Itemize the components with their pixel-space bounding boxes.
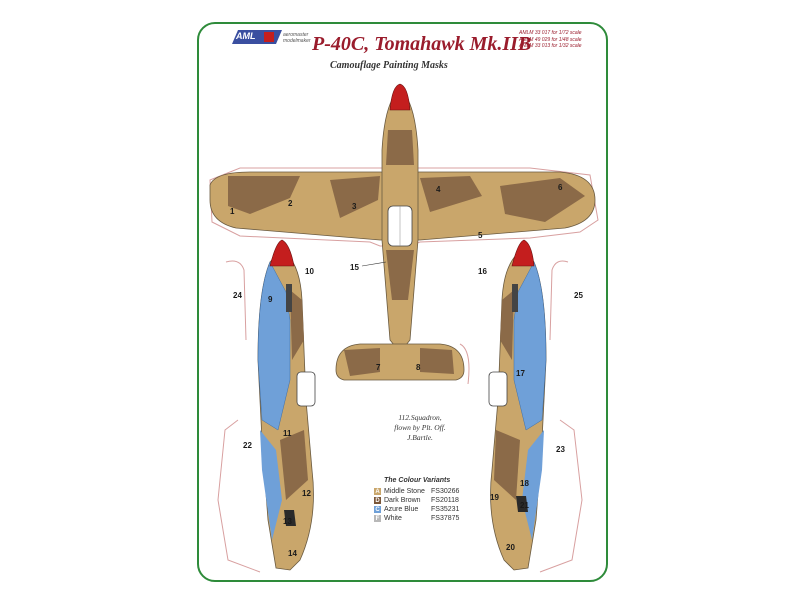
svg-text:14: 14 [288,549,297,558]
colour-row: A Middle Stone FS30266 [374,488,460,495]
spinner-right [511,239,535,267]
right-blue-underside [513,261,547,431]
colour-row: C Azure Blue FS35231 [374,506,460,513]
colour-variants-title: The Colour Variants [384,477,451,484]
exhaust-left [286,284,292,312]
squadron-caption: 112.Squadron, flown by Plt. Off. J.Bartl… [394,413,446,442]
spinner-left [269,239,295,267]
colour-row: F White FS37875 [374,515,460,522]
svg-text:13: 13 [283,517,292,526]
top-view: 1 2 3 4 5 6 7 8 15 [209,83,599,385]
svg-text:5: 5 [478,231,483,240]
colour-chip: A [374,488,381,495]
svg-text:17: 17 [516,369,525,378]
svg-text:23: 23 [556,445,565,454]
right-side-view: 16 17 18 19 20 21 23 25 [478,239,583,573]
svg-text:19: 19 [490,493,499,502]
svg-text:20: 20 [506,543,515,552]
catalog-numbers: AMLM 33 017 for 1/72 scale AMLM 49 029 f… [519,30,582,49]
svg-text:22: 22 [243,441,252,450]
svg-text:16: 16 [478,267,487,276]
colour-chip: F [374,515,381,522]
spinner-top [389,83,411,111]
svg-text:11: 11 [283,429,292,438]
svg-text:9: 9 [268,295,273,304]
aml-logo [232,30,282,44]
svg-text:12: 12 [302,489,311,498]
colour-variants: The Colour Variants A Middle Stone FS302… [374,477,471,523]
svg-text:6: 6 [558,183,563,192]
exhaust-right [512,284,518,312]
svg-text:8: 8 [416,363,421,372]
svg-text:10: 10 [305,267,314,276]
page-title: P-40C, Tomahawk Mk.IIB [312,33,532,55]
svg-text:21: 21 [520,501,529,510]
svg-text:3: 3 [352,202,357,211]
svg-text:2: 2 [288,199,293,208]
logo-text: AML [236,31,256,41]
colour-chip: D [374,497,381,504]
colour-row: D Dark Brown FS20118 [374,497,459,504]
canopy-left [296,371,316,407]
svg-text:25: 25 [574,291,583,300]
left-blue-underside [257,261,291,431]
svg-text:15: 15 [350,263,359,272]
left-side-view: 24 9 10 11 12 13 14 22 [217,239,316,573]
svg-text:1: 1 [230,207,235,216]
colour-chip: C [374,506,381,513]
svg-text:4: 4 [436,185,441,194]
page-subtitle: Camouflage Painting Masks [330,60,448,71]
canopy-right [488,371,508,407]
svg-text:18: 18 [520,479,529,488]
svg-text:7: 7 [376,363,381,372]
svg-text:24: 24 [233,291,242,300]
